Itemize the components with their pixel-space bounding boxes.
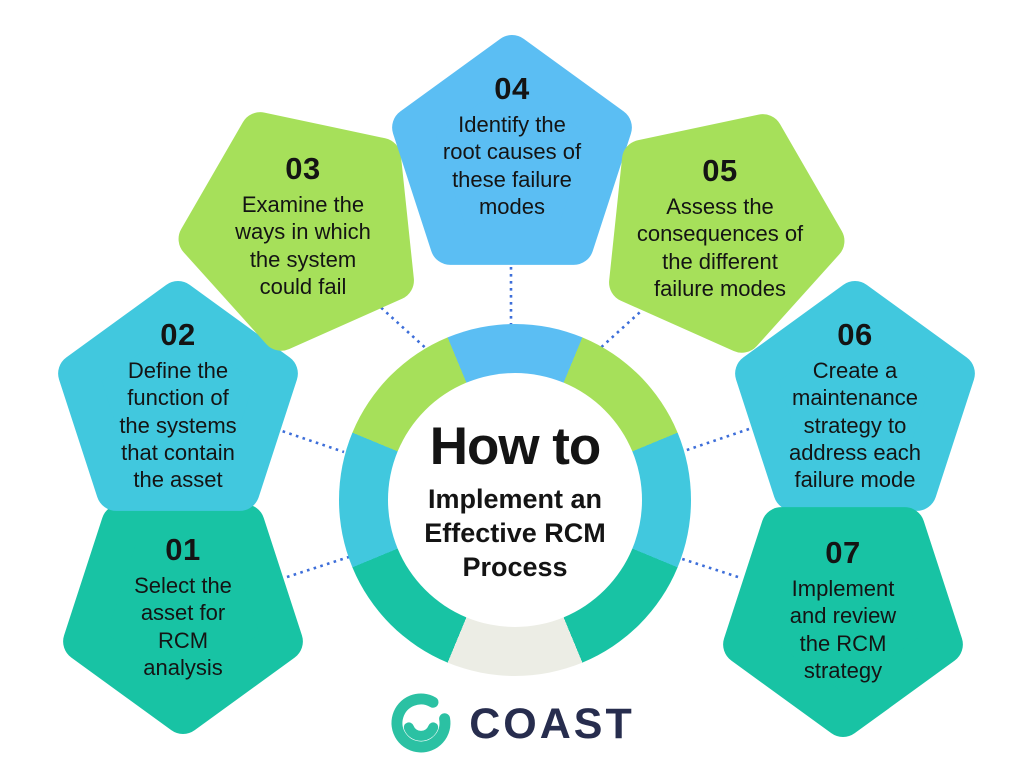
step-07: 07 Implement and review the RCM strategy (718, 487, 968, 737)
step-01-text-block: 01 Select the asset for RCM analysis (73, 532, 293, 681)
step-07-number: 07 (825, 535, 861, 570)
step-06: 06 Create a maintenance strategy to addr… (730, 281, 980, 531)
step-06-number: 06 (837, 317, 873, 352)
step-02-number: 02 (160, 317, 196, 352)
step-04: 04 Identify the root causes of these fai… (387, 35, 637, 285)
step-05-description: Assess the consequences of the different… (636, 194, 804, 301)
step-02-description: Define the function of the systems that … (119, 358, 237, 493)
step-05: 05 Assess the consequences of the differ… (595, 105, 845, 355)
step-03-description: Examine the ways in which the system cou… (235, 192, 371, 299)
step-06-description: Create a maintenance strategy to address… (788, 358, 922, 493)
step-02: 02 Define the function of the systems th… (53, 281, 303, 531)
center-subtitle: Implement an Effective RCM Process (424, 483, 606, 582)
step-03-number: 03 (285, 151, 321, 186)
pentagon-03 (178, 112, 414, 351)
pentagon-shape-04 (392, 35, 632, 265)
step-03: 03 Examine the ways in which the system … (178, 103, 428, 353)
step-07-description: Implement and review the RCM strategy (789, 576, 897, 683)
pentagon-shape-07 (723, 507, 963, 737)
pentagon-shape-05 (609, 114, 845, 353)
pentagon-06 (735, 281, 975, 511)
pentagon-shape-02 (58, 281, 298, 511)
connector-step-06 (680, 427, 750, 454)
step-01-description: Select the asset for RCM analysis (134, 573, 232, 680)
pentagon-01 (63, 504, 303, 734)
pentagon-02 (58, 281, 298, 511)
step-04-description: Identify the root causes of these failur… (442, 112, 582, 219)
step-02-text-block: 02 Define the function of the systems th… (68, 317, 288, 493)
coast-logo-text: COAST (469, 699, 635, 748)
pentagon-shape-01 (63, 504, 303, 734)
step-06-text-block: 06 Create a maintenance strategy to addr… (745, 317, 965, 493)
connector-step-07 (672, 554, 739, 579)
step-04-number: 04 (494, 71, 530, 106)
connector-step-01 (286, 554, 353, 579)
connector-step-02 (275, 427, 345, 454)
step-01: 01 Select the asset for RCM analysis (58, 484, 308, 734)
step-04-text-block: 04 Identify the root causes of these fai… (402, 71, 622, 220)
step-05-number: 05 (702, 153, 738, 188)
pentagon-07 (723, 507, 963, 737)
center-circle: How to Implement an Effective RCM Proces… (388, 373, 642, 627)
pentagon-04 (392, 35, 632, 265)
step-05-text-block: 05 Assess the consequences of the differ… (610, 153, 830, 302)
coast-logo-icon (391, 693, 451, 753)
coast-logo: COAST (0, 692, 1024, 756)
coast-logo-ring (391, 693, 451, 753)
pentagon-shape-03 (178, 112, 414, 351)
center-title: How to (429, 416, 602, 476)
pentagon-05 (609, 114, 845, 353)
coast-logo-smile (404, 722, 439, 741)
pentagon-shape-06 (735, 281, 975, 511)
step-01-number: 01 (165, 532, 201, 567)
step-03-text-block: 03 Examine the ways in which the system … (193, 151, 413, 300)
step-07-text-block: 07 Implement and review the RCM strategy (733, 535, 953, 684)
